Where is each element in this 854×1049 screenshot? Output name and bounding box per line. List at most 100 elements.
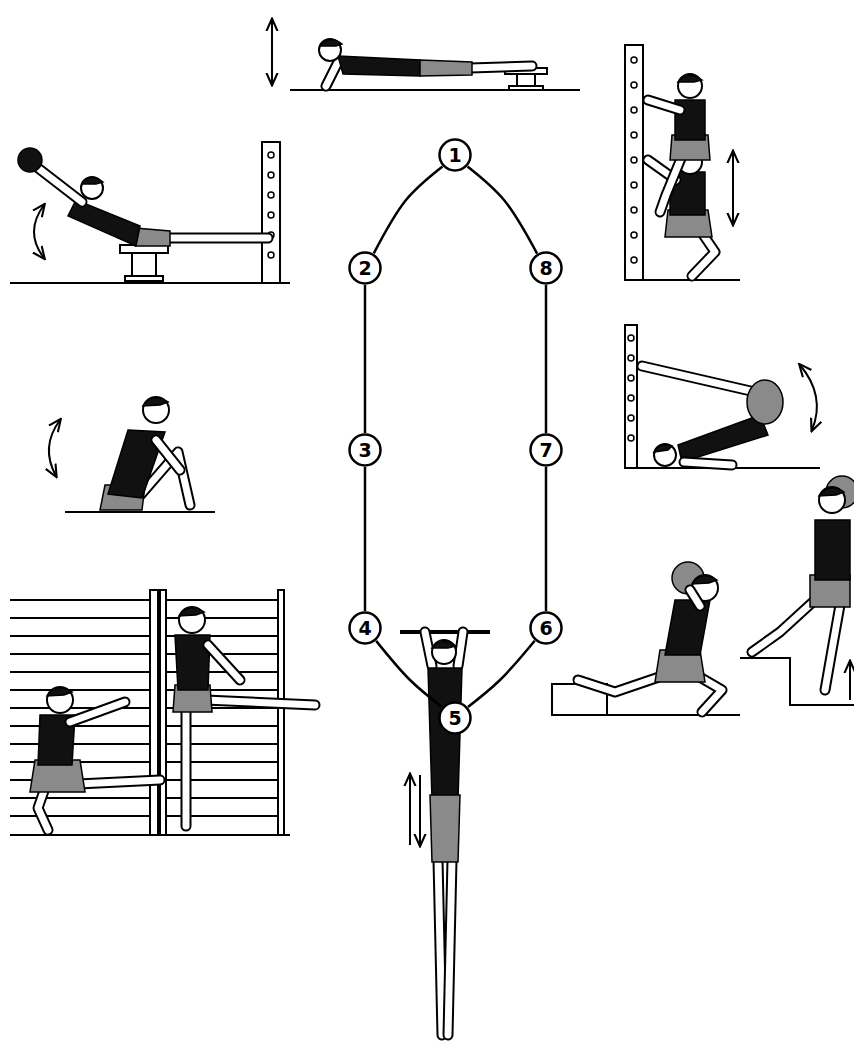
wall-bars-figure [78,780,160,784]
circle-outline [531,613,562,644]
back-extension-figure [38,168,82,202]
step-up-figure [752,600,815,652]
pushup-figure [509,86,543,90]
partner-squat-figure [678,74,702,98]
sit-tuck-figure [156,440,180,470]
plough-figure [625,325,637,468]
back-extension-figure [135,228,170,246]
bar-hang-figure [425,632,432,666]
pushup-figure [470,66,532,68]
back-extension-figure [82,177,103,184]
wall-bars-figure [10,590,315,835]
bar-hang-figure [419,775,421,845]
station-circle: 1 [438,138,472,172]
bar-hang-figure [400,630,490,634]
partner-squat-figure [631,207,637,213]
station-number: 4 [358,619,371,638]
wall-bars-figure [10,815,150,817]
pushup-figure [326,62,338,86]
wall-bars-figure [10,617,150,619]
back-extension-figure [268,152,274,158]
back-extension-figure [168,233,268,244]
lunge-figure [690,590,700,606]
wall-bars-figure [47,688,72,696]
pushup-figure [420,60,472,76]
plough-figure [800,365,817,430]
partner-squat-figure [660,156,682,212]
wall-bars-figure [38,788,48,830]
step-up-figure [819,488,844,496]
back-extension-figure [81,177,103,199]
partner-squat-figure [648,100,680,110]
plough-figure [684,462,732,465]
bar-hang-figure [438,860,442,1035]
circle-outline [350,613,381,644]
circle-outline [350,253,381,284]
partner-squat-figure [660,156,682,212]
circuit-line [545,285,548,433]
lunge-figure [578,676,662,692]
pushup-figure [272,20,580,90]
station-circle: 7 [529,433,563,467]
plough-figure [628,395,634,401]
wall-bars-figure [10,725,150,727]
partner-squat-figure [631,182,637,188]
sit-tuck-figure [156,440,180,470]
plough-figure [628,335,634,341]
wall-bars-figure [208,645,240,680]
step-up-figure [825,605,840,690]
back-extension-figure [268,252,274,258]
sit-tuck-figure [49,420,60,476]
pushup-figure [271,20,273,84]
wall-bars-figure [166,599,280,601]
station-circle: 3 [348,433,382,467]
step-up-figure [825,605,840,690]
plough-figure [628,355,634,361]
lunge-figure [578,676,662,692]
partner-squat-figure [631,157,637,163]
wall-bars-figure [205,700,315,705]
bar-hang-figure [458,632,463,666]
lunge-figure [690,590,700,606]
wall-bars-figure [78,780,160,784]
step-up-figure [815,520,850,580]
step-up-figure [849,662,851,700]
plough-figure [628,435,634,441]
back-extension-figure [10,282,290,284]
wall-bars-figure [10,635,150,637]
step-up-figure [740,658,854,705]
wall-bars-figure [183,710,190,826]
plough-figure [654,445,672,452]
station-number: 8 [539,259,552,278]
circle-outline [440,703,471,734]
wall-bars-figure [150,590,158,835]
back-extension-figure [38,168,82,202]
circle-outline [440,140,471,171]
station-number: 7 [539,441,552,460]
pushup-figure [319,39,341,61]
plough-figure [642,366,755,392]
partner-squat-figure [631,132,637,138]
bar-hang-figure [400,632,490,1035]
back-extension-figure [268,192,274,198]
plough-figure [628,375,634,381]
station-number: 1 [448,146,461,165]
plough-figure [642,366,755,392]
bar-hang-figure [430,795,460,862]
bar-hang-figure [448,860,452,1035]
bar-hang-figure [448,860,452,1035]
circuit-line [468,166,538,253]
bar-hang-figure [458,632,463,666]
circle-outline [531,435,562,466]
step-up-figure [819,487,845,513]
partner-squat-figure [625,45,643,280]
bar-hang-figure [432,640,456,664]
plough-figure [684,462,732,465]
circuit-line [364,285,367,433]
station-number: 2 [358,259,371,278]
sit-tuck-figure [65,511,215,513]
station-circle: 4 [348,611,382,645]
partner-squat-figure [631,107,637,113]
